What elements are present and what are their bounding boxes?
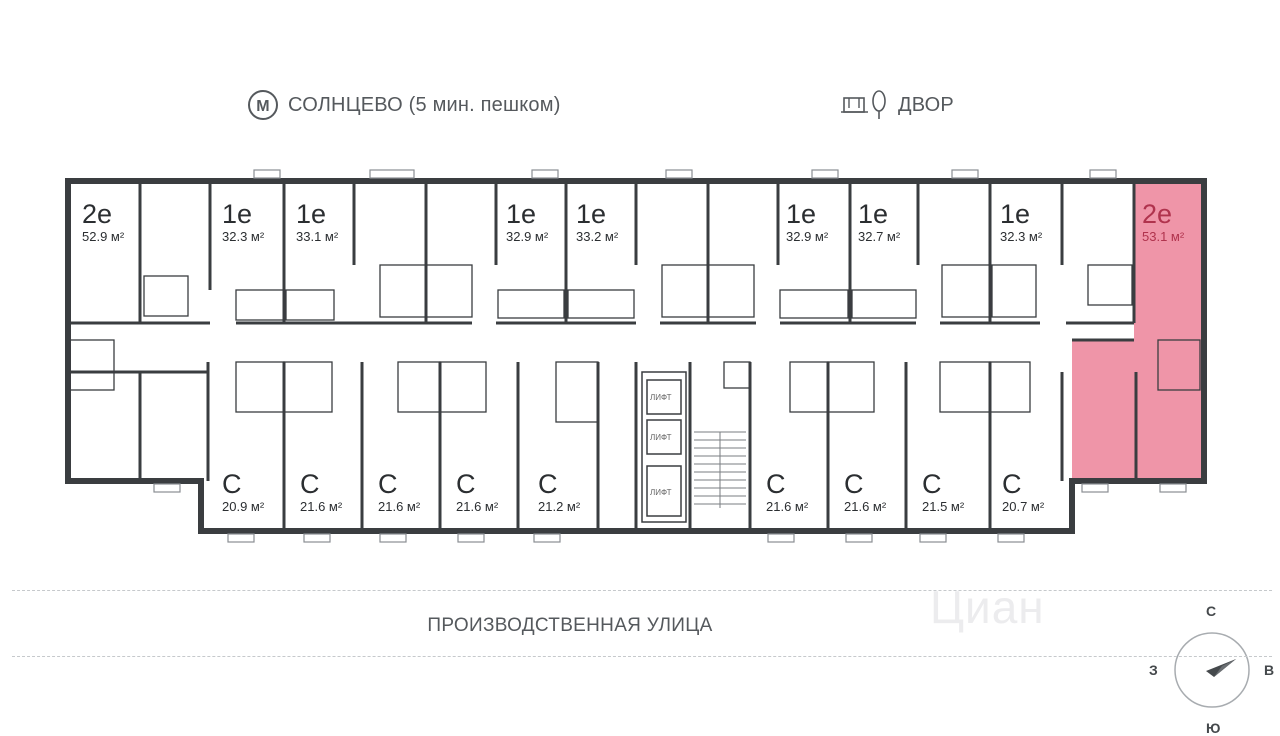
metro-label: СОЛНЦЕВО (5 мин. пешком): [288, 93, 561, 116]
compass-south: Ю: [1206, 720, 1221, 736]
lift-label-3: ЛИФТ: [650, 488, 672, 497]
yard-label-group: ДВОР: [840, 88, 954, 122]
elevator-core: [641, 371, 687, 523]
street-border-top: [12, 590, 1272, 591]
windows: [153, 169, 1187, 543]
selected-apartment[interactable]: [1072, 181, 1204, 481]
compass-north: С: [1206, 603, 1217, 619]
inner-walls: [68, 181, 1138, 531]
yard-icon: [841, 90, 886, 119]
watermark: Циан: [930, 581, 1045, 633]
svg-text:M: M: [256, 98, 270, 115]
stairs: [694, 431, 746, 508]
yard-label: ДВОР: [898, 93, 954, 116]
metro-icon: M: [248, 90, 278, 120]
bathrooms: [69, 264, 1201, 423]
lift-label-1: ЛИФТ: [650, 393, 672, 402]
lift-label-2: ЛИФТ: [650, 433, 672, 442]
compass-west: З: [1149, 662, 1158, 678]
outer-walls: [65, 178, 1207, 534]
street-label: ПРОИЗВОДСТВЕННАЯ УЛИЦА: [427, 615, 713, 636]
metro-label-group: M СОЛНЦЕВО (5 мин. пешком): [246, 88, 561, 122]
compass-east: В: [1264, 662, 1275, 678]
street-border-bottom: [12, 656, 1272, 657]
compass-icon: [1174, 632, 1250, 708]
